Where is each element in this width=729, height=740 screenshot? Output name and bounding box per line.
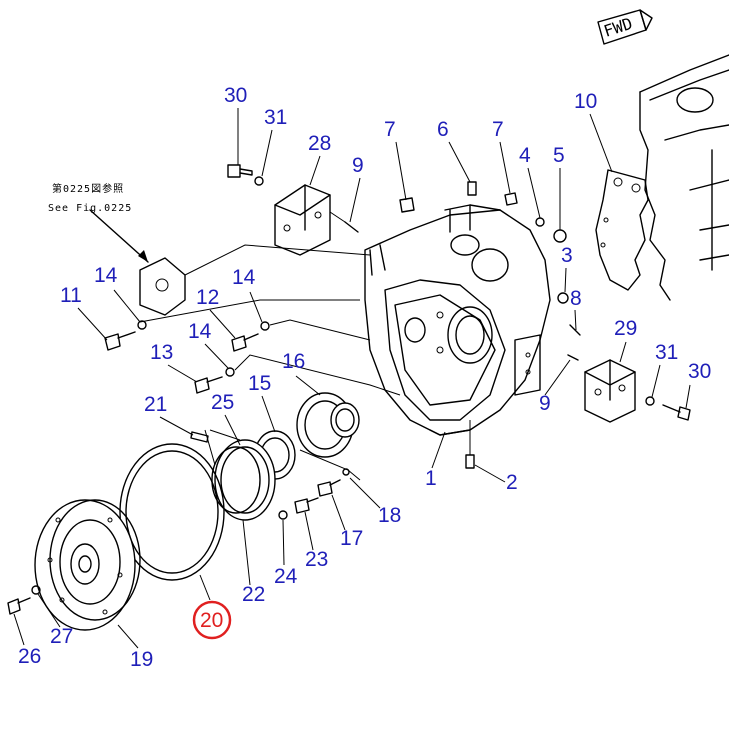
reference-note-en: See Fig.0225 [48,203,132,214]
part-label-15[interactable]: 15 [248,372,271,395]
part-label-12[interactable]: 12 [196,286,219,309]
part-label-20[interactable]: 20 [200,609,223,632]
bracket-lower [584,359,636,423]
flywheel [34,499,141,631]
starter-ring [119,443,225,601]
part-label-11[interactable]: 11 [60,284,82,307]
dowel-pin [190,431,209,443]
part-label-7b[interactable]: 7 [492,118,504,141]
part-label-26[interactable]: 26 [18,645,41,668]
part-label-17[interactable]: 17 [340,527,363,550]
part-label-23[interactable]: 23 [305,548,328,571]
part-label-29[interactable]: 29 [614,317,637,340]
part-label-10[interactable]: 10 [574,90,597,113]
part-label-19[interactable]: 19 [130,648,153,671]
part-label-27[interactable]: 27 [50,625,73,648]
part-label-30[interactable]: 30 [224,84,247,107]
part-label-21[interactable]: 21 [144,393,167,416]
bolts-left [104,299,401,396]
part-label-16[interactable]: 16 [282,350,305,373]
bracket-upper [274,184,359,256]
bolts-and-washers [227,164,691,421]
part-label-14b[interactable]: 14 [232,266,256,289]
part-label-4[interactable]: 4 [519,144,531,167]
engine-block [639,54,729,301]
part-label-31b[interactable]: 31 [655,341,678,364]
part-label-9[interactable]: 9 [352,154,364,177]
part-label-18[interactable]: 18 [378,504,401,527]
part-label-30b[interactable]: 30 [688,360,711,383]
part-label-25[interactable]: 25 [211,391,234,414]
cover-plate [89,209,371,316]
part-labels: 30 31 28 9 7 6 7 4 5 10 3 8 29 31 30 9 1… [18,84,711,671]
part-label-8[interactable]: 8 [570,287,582,310]
part-label-9b[interactable]: 9 [539,392,551,415]
fwd-arrow-icon: FWD [597,9,653,45]
small-bolts [278,468,350,520]
part-label-3[interactable]: 3 [561,244,573,267]
part-label-13[interactable]: 13 [150,341,173,364]
part-label-22[interactable]: 22 [242,583,265,606]
reference-note-jp: 第0225図参照 [52,182,124,195]
part-label-6[interactable]: 6 [437,118,449,141]
part-label-2[interactable]: 2 [506,471,518,494]
part-label-24[interactable]: 24 [274,565,298,588]
part-label-31[interactable]: 31 [264,106,287,129]
gasket [595,169,649,291]
part-label-14a[interactable]: 14 [94,264,118,287]
flywheel-housing [364,204,551,436]
highlight-circle [192,600,232,640]
ring-gear [204,429,276,521]
part-label-7[interactable]: 7 [384,118,396,141]
part-label-28[interactable]: 28 [308,132,331,155]
part-label-14c[interactable]: 14 [188,320,212,343]
fwd-label: FWD [601,14,634,41]
part-label-1[interactable]: 1 [425,467,437,490]
flywheel-bolt [7,585,41,615]
part-label-5[interactable]: 5 [553,144,565,167]
leader-lines [13,108,691,649]
